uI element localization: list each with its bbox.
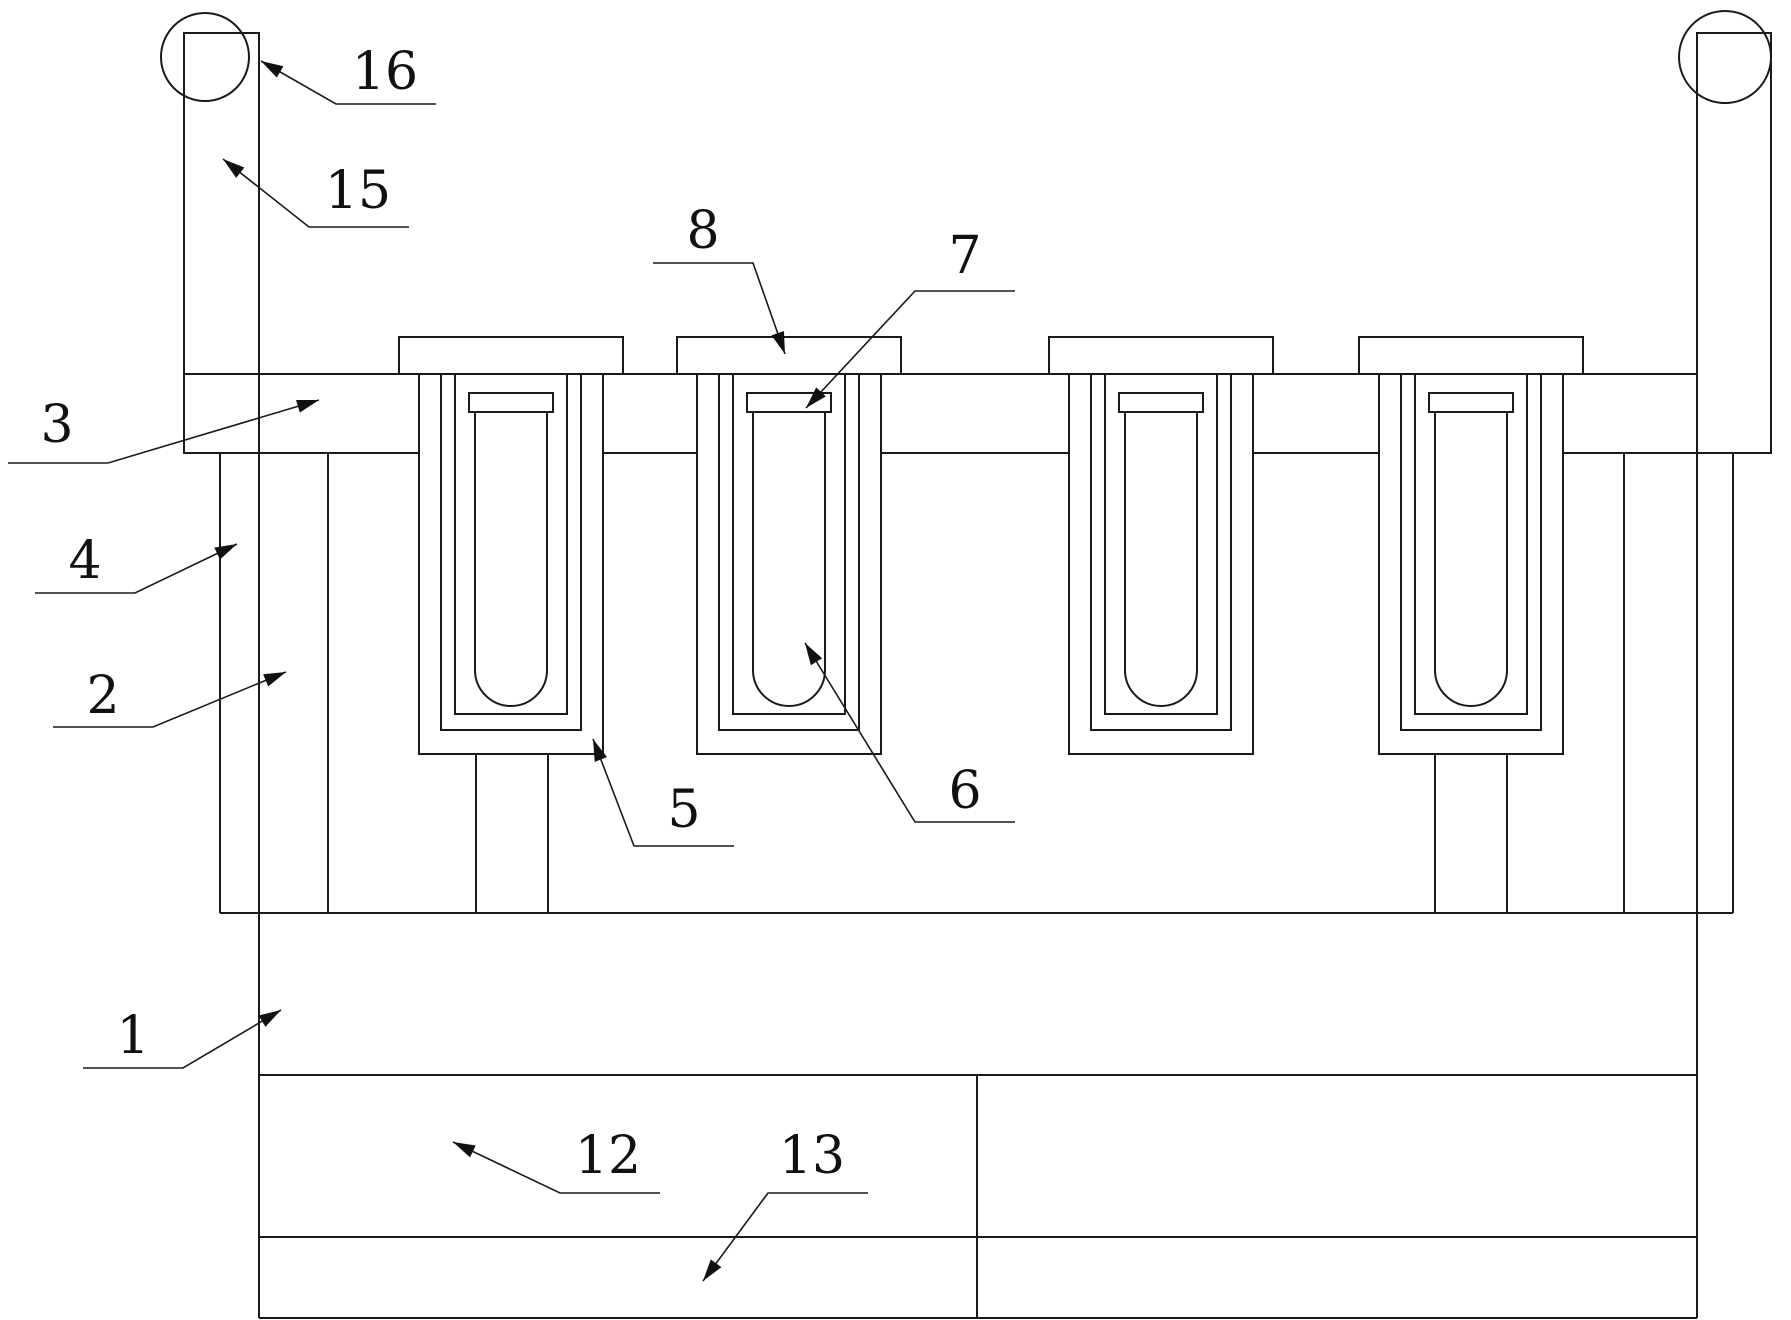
holder-1 bbox=[398, 336, 624, 755]
label-13: 13 bbox=[779, 1126, 845, 1186]
upper-plate bbox=[184, 373, 1771, 454]
roller-caps bbox=[160, 10, 1772, 104]
label-3: 3 bbox=[40, 395, 73, 455]
holder-3 bbox=[1048, 336, 1274, 755]
test-tube-holders bbox=[398, 336, 1584, 755]
base-body bbox=[258, 913, 1698, 1319]
label-4: 4 bbox=[68, 531, 101, 591]
leader-lines bbox=[8, 60, 1015, 1282]
label-16: 16 bbox=[352, 42, 418, 102]
label-6: 6 bbox=[948, 761, 981, 821]
label-5: 5 bbox=[667, 780, 700, 840]
label-12: 12 bbox=[575, 1126, 641, 1186]
holder-4 bbox=[1358, 336, 1584, 755]
reference-labels: 16 15 8 7 3 4 2 5 6 1 12 13 bbox=[40, 42, 981, 1186]
vertical-rods bbox=[183, 32, 1772, 454]
label-1: 1 bbox=[116, 1006, 149, 1066]
support-legs bbox=[475, 754, 1508, 913]
label-2: 2 bbox=[86, 666, 119, 726]
label-8: 8 bbox=[686, 201, 719, 261]
holder-2 bbox=[676, 336, 902, 755]
label-15: 15 bbox=[325, 161, 391, 221]
label-7: 7 bbox=[948, 226, 981, 286]
